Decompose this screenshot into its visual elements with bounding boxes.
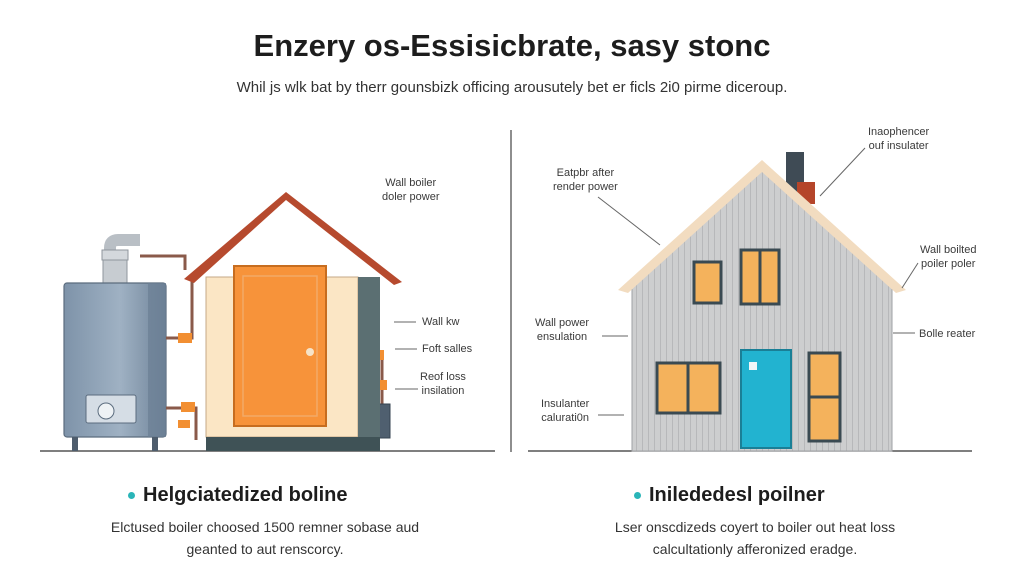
label-insulanter: Insulanter calurati0n: [541, 398, 590, 424]
annotation-arrows: [394, 147, 919, 416]
label-wall-boiler: Wall boiler doler power: [382, 177, 440, 203]
label-wall-boilted: Wall boilted poiler poler: [920, 244, 977, 270]
label-foft-salles: Foft salles: [422, 343, 473, 355]
page-title: Enzery os-Essisicbrate, sasy stonc: [253, 28, 771, 63]
page-subtitle: Whil js wlk bat by therr gounsbizk offic…: [236, 79, 788, 96]
window-upper-left: [692, 260, 723, 305]
bullet-dot-icon: [128, 492, 135, 500]
label-reof-loss: Reof loss insilation: [420, 371, 466, 397]
label-inaophencer: Inaophencer ouf insulater: [868, 126, 930, 152]
label-wall-power: Wall power ensulation: [535, 317, 589, 343]
right-house-door: [740, 349, 792, 449]
left-house: [184, 192, 402, 451]
left-caption-title: Helgciatedized boline: [128, 484, 347, 507]
left-house-door: [233, 265, 327, 427]
left-caption-description: Elctused boiler choosed 1500 remner soba…: [110, 519, 420, 557]
right-caption-title: Inilededesl poilner: [634, 484, 825, 507]
label-eatpbr-after: Eatpbr after render power: [553, 167, 618, 193]
label-wall-kw: Wall kw: [422, 316, 460, 328]
label-bolle-reater: Bolle reater: [919, 328, 976, 340]
right-caption-description: Lser onscdizeds coyert to boiler out hea…: [614, 519, 896, 557]
right-house: [618, 152, 906, 452]
bullet-dot-icon: [634, 492, 641, 500]
boiler-unit: [63, 234, 167, 451]
